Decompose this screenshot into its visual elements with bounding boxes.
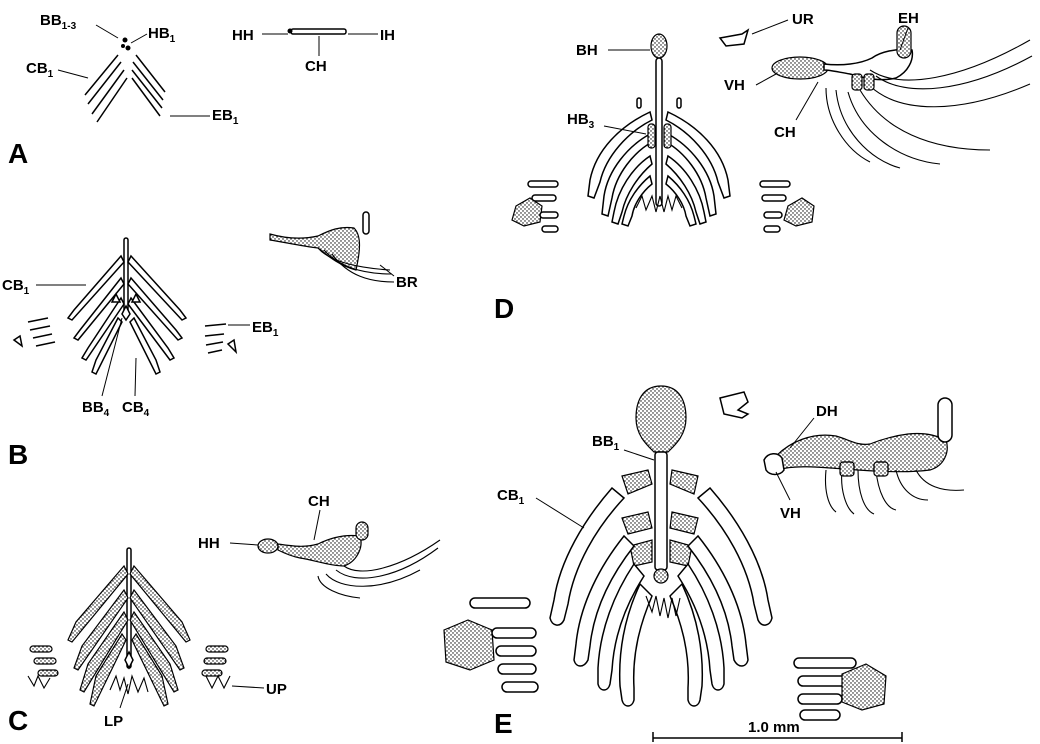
panel-a-gill-arches bbox=[85, 38, 165, 123]
label-bh: BH bbox=[576, 42, 598, 59]
label-ur: UR bbox=[792, 11, 814, 28]
panel-b: B bbox=[2, 212, 418, 470]
label-hh-c: HH bbox=[198, 535, 220, 552]
label-ch-d: CH bbox=[774, 124, 796, 141]
label-ih: IH bbox=[380, 27, 395, 44]
panel-a-letter: A bbox=[8, 138, 28, 169]
panel-b-gill-arches bbox=[68, 238, 186, 374]
label-bb-4: BB4 bbox=[82, 399, 110, 419]
label-eb-1-a: EB1 bbox=[212, 107, 239, 127]
label-eh: EH bbox=[898, 10, 919, 27]
label-bb-1: BB1 bbox=[592, 433, 620, 453]
label-hh-a: HH bbox=[232, 27, 254, 44]
label-vh-d: VH bbox=[724, 77, 745, 94]
panel-d-hyoid bbox=[772, 26, 1032, 168]
label-cb-4: CB4 bbox=[122, 399, 150, 419]
panel-b-letter: B bbox=[8, 439, 28, 470]
label-hb-1: HB1 bbox=[148, 25, 176, 45]
label-ch-a: CH bbox=[305, 58, 327, 75]
panel-a: A BB1-3 HB1 CB1 EB1 HH IH CH bbox=[8, 12, 395, 169]
panel-d-letter: D bbox=[494, 293, 514, 324]
label-hb-3: HB3 bbox=[567, 111, 595, 131]
label-br: BR bbox=[396, 274, 418, 291]
scale-bar: 1.0 mm bbox=[653, 719, 902, 742]
label-cb-1-e: CB1 bbox=[497, 487, 525, 507]
panel-a-hyoid bbox=[288, 29, 347, 35]
label-lp: LP bbox=[104, 713, 123, 730]
panel-c-gill-arches bbox=[68, 548, 190, 706]
panel-e-letter: E bbox=[494, 708, 513, 739]
label-ch-c: CH bbox=[308, 493, 330, 510]
panel-c: C bbox=[8, 493, 440, 736]
panel-e: E bbox=[444, 386, 964, 739]
panel-e-urohyal bbox=[720, 392, 748, 418]
panel-d-gill-arches bbox=[588, 34, 730, 226]
panel-e-epibranchials bbox=[444, 598, 886, 720]
label-eb-1-b: EB1 bbox=[252, 319, 279, 339]
panel-c-hyoid bbox=[258, 522, 440, 598]
scale-bar-label: 1.0 mm bbox=[748, 719, 800, 736]
panel-e-hyoid bbox=[764, 398, 964, 514]
panel-c-letter: C bbox=[8, 705, 28, 736]
panel-b-epibranchials bbox=[14, 318, 236, 353]
panel-d: D bbox=[494, 10, 1032, 324]
panel-e-gill-arches bbox=[550, 386, 772, 706]
panel-b-hyoid bbox=[270, 212, 394, 282]
label-up: UP bbox=[266, 681, 287, 698]
panel-d-urohyal bbox=[720, 30, 748, 46]
label-dh: DH bbox=[816, 403, 838, 420]
label-cb-1-b: CB1 bbox=[2, 277, 30, 297]
label-vh-e: VH bbox=[780, 505, 801, 522]
label-bb-1-3: BB1-3 bbox=[40, 12, 77, 32]
label-cb-1-a: CB1 bbox=[26, 60, 54, 80]
